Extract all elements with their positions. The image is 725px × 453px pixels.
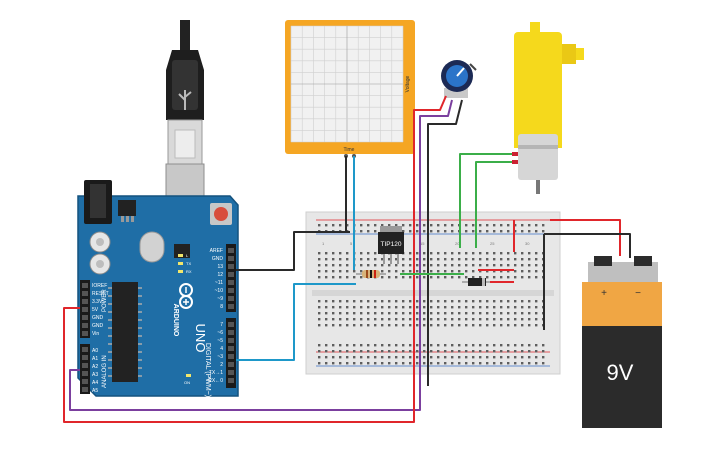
pin-label: A4 (92, 380, 98, 386)
crystal-oscillator (139, 231, 165, 263)
oscilloscope-grid (290, 25, 404, 143)
wire-blue-signal[interactable] (236, 283, 356, 361)
pin-label: Vin (92, 331, 99, 337)
wire-pot-purple[interactable] (69, 99, 453, 411)
oscilloscope[interactable]: Time Voltage (285, 20, 415, 158)
led-label-l: L (186, 253, 189, 258)
pin-label: 3.3V (92, 299, 103, 305)
wire-black-gnd[interactable] (236, 231, 350, 271)
wire-pot-red[interactable] (413, 95, 447, 390)
column-number: 30 (525, 241, 530, 246)
arduino-brand: ARDUINO (172, 304, 179, 337)
pin-label: ~10 (215, 288, 224, 294)
analog-header-label: ANALOG IN (102, 355, 108, 388)
pin-label: GND (92, 315, 104, 321)
battery-plus: + (601, 288, 607, 299)
pin-label: GND (92, 323, 104, 329)
led-label-tx: TX (186, 261, 191, 266)
oscilloscope-y-label: Voltage (405, 75, 411, 92)
pin-label: TX→1 (209, 370, 223, 376)
pin-label: ~11 (215, 280, 223, 286)
dc-motor[interactable] (512, 22, 584, 194)
pin-label: RX←0 (208, 378, 223, 384)
battery-voltage-label: 9V (607, 360, 634, 385)
led-label-rx: RX (186, 269, 192, 274)
column-number: 25 (490, 241, 495, 246)
pin-label: GND (212, 256, 224, 262)
column-number: 15 (420, 241, 425, 246)
digital-header-bottom[interactable] (226, 318, 236, 388)
pin-label: A0 (92, 348, 98, 354)
pin-label: RESET (92, 291, 109, 297)
power-pin-labels: IOREF RESET 3.3V 5V GND GND Vin (92, 283, 109, 337)
potentiometer[interactable] (441, 60, 477, 98)
atmega-chip (108, 282, 142, 382)
wire-motor-green-2[interactable] (475, 161, 512, 248)
status-leds: TX RX L ON (178, 253, 192, 385)
pin-label: ~9 (217, 296, 223, 302)
resistor[interactable] (356, 270, 386, 278)
oscilloscope-x-label: Time (344, 147, 355, 153)
arduino-logo-icon (179, 283, 193, 309)
breadboard[interactable]: 1 5 10 15 20 25 30 (305, 211, 561, 375)
pin-label: ~6 (217, 330, 223, 336)
power-header-label: POWER (102, 289, 108, 312)
diode[interactable] (462, 278, 492, 286)
digital-header-top[interactable] (226, 244, 236, 312)
pin-label: A2 (92, 364, 98, 370)
wire-battery-black[interactable] (544, 233, 631, 258)
pin-label: IOREF (92, 283, 107, 289)
battery-9v[interactable]: + − 9V (582, 256, 662, 428)
pin-label: ~3 (217, 354, 223, 360)
pin-label: AREF (210, 248, 223, 254)
reset-button[interactable] (210, 203, 232, 225)
transistor-label: TIP120 (381, 241, 402, 248)
pin-label: 7 (220, 322, 223, 328)
led-label-on: ON (184, 380, 190, 385)
column-number: 20 (455, 241, 460, 246)
wire-battery-red[interactable] (550, 219, 621, 256)
digital-header-label: DIGITAL (PWM~) (204, 343, 211, 397)
pin-label: 13 (217, 264, 223, 270)
wire-red-5v[interactable] (63, 307, 415, 423)
pin-label: ~5 (217, 338, 223, 344)
pin-label: 5V (92, 307, 99, 313)
pin-label: A5 (92, 388, 98, 394)
usb-symbol-icon (178, 90, 192, 110)
pin-label: A1 (92, 356, 98, 362)
analog-pin-labels: A0 A1 A2 A3 A4 A5 (92, 348, 98, 394)
arduino-uno-board[interactable]: IOREF RESET 3.3V 5V GND GND Vin POWER A0… (77, 180, 239, 397)
wire-motor-green-1[interactable] (459, 153, 512, 248)
column-number: 5 (350, 241, 353, 246)
wires[interactable] (63, 95, 631, 423)
pin-label: 4 (220, 346, 223, 352)
battery-minus: − (635, 288, 641, 299)
analog-header[interactable] (80, 344, 90, 394)
pin-label: 2 (220, 362, 223, 368)
column-number: 1 (322, 241, 325, 246)
transistor-tip120[interactable]: TIP120 (378, 226, 404, 264)
wire-pot-black[interactable] (427, 99, 463, 386)
voltage-regulator (118, 200, 136, 216)
arduino-model: UNO (193, 324, 208, 353)
pin-label: A3 (92, 372, 98, 378)
pin-label: 12 (217, 272, 223, 278)
usb-cable[interactable] (165, 20, 205, 225)
digital-pin-labels: AREF GND 13 12 ~11 ~10 ~9 8 7 ~6 ~5 4 ~3… (208, 248, 223, 384)
pin-label: 8 (220, 304, 223, 310)
